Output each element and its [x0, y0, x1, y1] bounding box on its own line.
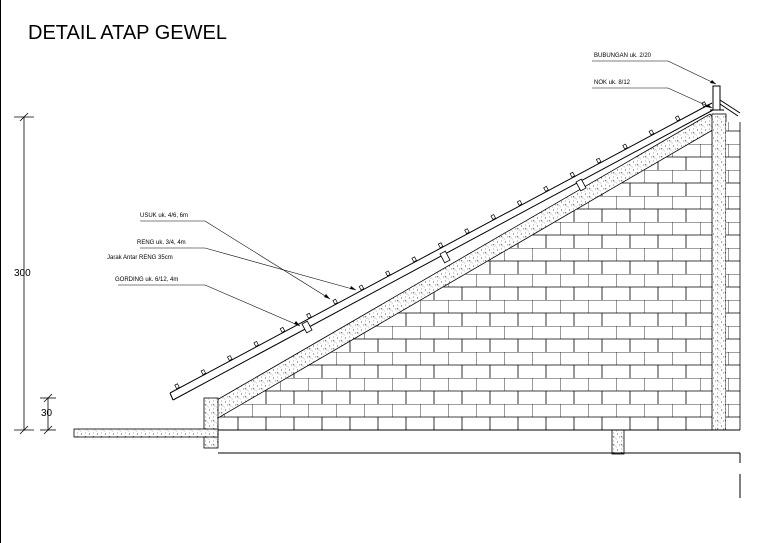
battens-reng — [174, 101, 707, 390]
batten — [332, 298, 338, 305]
batten — [490, 214, 496, 220]
sloof-beam — [73, 428, 219, 438]
batten — [569, 171, 576, 178]
leader-lines — [118, 60, 717, 327]
batten — [464, 228, 470, 235]
batten — [543, 185, 549, 192]
batten — [437, 242, 444, 249]
column-right — [711, 113, 727, 431]
batten — [358, 284, 365, 291]
ridge-cap-bubungan — [719, 99, 741, 117]
label-reng: RENG uk. 3/4, 4m — [137, 240, 186, 246]
batten — [674, 115, 681, 122]
leader-arrowheads — [294, 80, 716, 326]
batten — [279, 326, 286, 333]
label-bubungan: BUBUNGAN uk. 2/20 — [594, 53, 652, 59]
ridge-nok — [710, 85, 724, 111]
batten — [516, 199, 523, 206]
batten — [622, 143, 628, 150]
batten — [174, 383, 180, 390]
brick-wall-right — [726, 122, 741, 430]
column-left — [203, 397, 219, 449]
label-jarak-reng: Jarak Antar RENG 35cm — [107, 255, 173, 261]
batten — [253, 340, 259, 347]
dimension-height-300 — [14, 112, 34, 435]
label-usuk: USUK uk. 4/6, 6m — [140, 213, 188, 219]
foundation-post — [611, 429, 625, 455]
batten — [595, 157, 602, 164]
batten — [411, 256, 417, 263]
batten — [227, 355, 233, 361]
dimension-label-300: 300 — [14, 268, 31, 279]
batten — [306, 312, 312, 319]
dimension-label-30: 30 — [41, 408, 53, 419]
label-nok: NOK uk. 8/12 — [594, 80, 631, 86]
batten — [200, 369, 207, 376]
drawing-title: DETAIL ATAP GEWEL — [28, 22, 227, 44]
purlins-gording — [301, 178, 587, 334]
batten — [648, 129, 655, 136]
dimension-height-30 — [40, 393, 56, 435]
batten — [385, 270, 391, 277]
label-gording: GORDING uk. 6/12, 4m — [115, 277, 178, 283]
